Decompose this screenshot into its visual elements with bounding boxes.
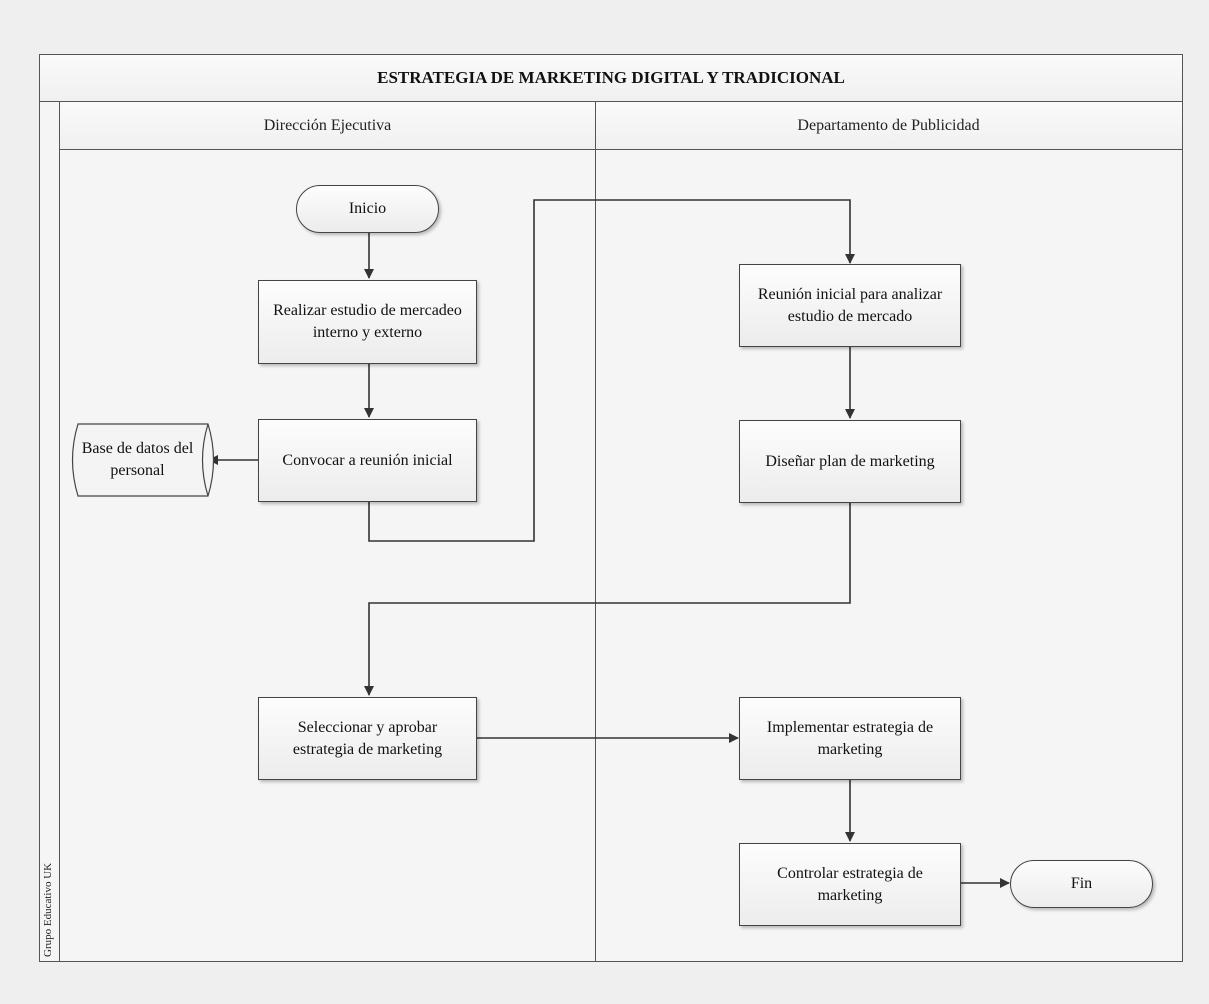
connector-convocar-reunion — [368, 199, 855, 542]
node-implementar: Implementar estrategia de marketing — [739, 697, 961, 780]
node-controlar: Controlar estrategia de marketing — [739, 843, 961, 926]
diagram-title: ESTRATEGIA DE MARKETING DIGITAL Y TRADIC… — [40, 55, 1182, 102]
node-fin: Fin — [1010, 860, 1153, 908]
node-disenar: Diseñar plan de marketing — [739, 420, 961, 503]
node-reunion: Reunión inicial para analizar estudio de… — [739, 264, 961, 347]
database-shape — [71, 423, 215, 497]
node-convocar: Convocar a reunión inicial — [258, 419, 477, 502]
lane-divider — [595, 102, 596, 961]
node-seleccionar: Seleccionar y aprobar estrategia de mark… — [258, 697, 477, 780]
node-base-datos: Base de datos del personal — [81, 440, 194, 479]
lane-header-publicidad: Departamento de Publicidad — [595, 102, 1182, 150]
node-estudio: Realizar estudio de mercadeo interno y e… — [258, 280, 477, 364]
swimlane-frame: ESTRATEGIA DE MARKETING DIGITAL Y TRADIC… — [39, 54, 1183, 962]
connector-disenar-seleccionar — [364, 503, 851, 696]
node-inicio: Inicio — [296, 185, 439, 233]
lane-header-direccion: Dirección Ejecutiva — [60, 102, 595, 150]
side-strip: Grupo Educativo UK — [40, 102, 60, 961]
